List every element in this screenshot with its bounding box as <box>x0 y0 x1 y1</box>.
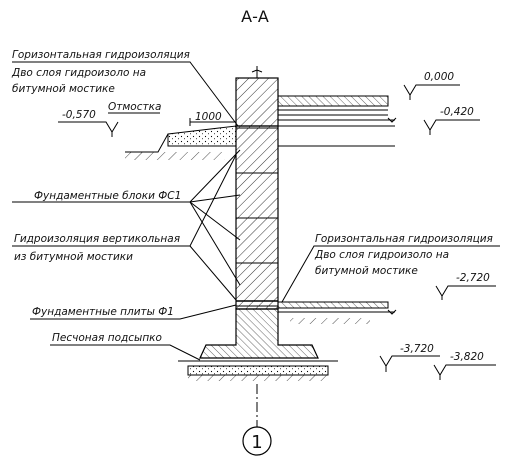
label-horiz-waterproof-top-2: Дво слоя гидроизоло на <box>11 67 146 79</box>
floor-slab-lower <box>236 300 397 324</box>
level-mark-2720: -2,720 <box>435 272 496 300</box>
label-foundation-blocks: Фундаментные блоки ФС1 <box>34 190 181 202</box>
foundation-blocks <box>235 125 279 310</box>
axis-number: 1 <box>251 432 262 453</box>
level-mark-3720: -3,720 <box>379 343 440 372</box>
level-mark-0000: 0,000 <box>403 71 460 100</box>
leader-lines <box>12 61 500 361</box>
otmostka-area: 1000 <box>125 111 237 160</box>
level-3720-text: -3,720 <box>400 343 434 355</box>
label-horiz-waterproof-top-1: Горизонтальная гидроизоляция <box>12 49 190 61</box>
label-otmostka: Отмостка <box>108 101 161 113</box>
otmostka-width-label: 1000 <box>195 111 222 123</box>
level-0420-text: -0,420 <box>440 106 474 118</box>
level-mark-3820: -3,820 <box>433 351 496 380</box>
level-3820-text: -3,820 <box>450 351 484 363</box>
upper-wall <box>235 66 279 127</box>
floor-slab-upper <box>277 95 397 147</box>
section-title: А-А <box>241 7 269 26</box>
level-0000-text: 0,000 <box>424 71 454 83</box>
level-mark-0420: -0,420 <box>423 106 480 135</box>
level-2720-text: -2,720 <box>456 272 490 284</box>
label-horiz-waterproof-top-3: битумной мостике <box>12 83 115 95</box>
label-horiz-waterproof-low-3: битумной мостике <box>315 265 418 277</box>
label-sand-bed: Песчоная подсыпко <box>52 332 162 344</box>
label-horiz-waterproof-low-1: Горизонтальная гидроизоляция <box>315 233 493 245</box>
label-vert-waterproof-1: Гидроизоляция вертикольная <box>14 233 180 245</box>
level-0570-text: -0,570 <box>62 109 96 121</box>
ground-under-slab <box>188 375 328 381</box>
axis-marker: 1 <box>242 384 272 456</box>
label-vert-waterproof-2: из битумной мостики <box>14 251 133 263</box>
level-mark-0570: -0,570 <box>58 109 119 137</box>
label-foundation-slabs: Фундаментные плиты Ф1 <box>32 306 174 318</box>
label-horiz-waterproof-low-2: Дво слоя гидроизоло на <box>314 249 449 261</box>
